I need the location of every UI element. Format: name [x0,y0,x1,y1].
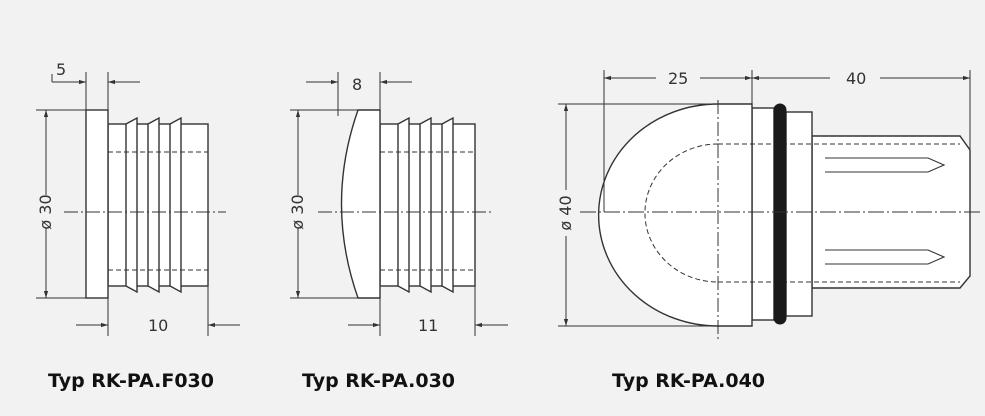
part2-rib [397,116,410,294]
part3-type-caption: Typ RK-PA.040 [612,370,766,392]
part3-slot [825,249,946,265]
part1-head-flange [85,109,109,299]
part2-shaft-length-label: 11 [418,316,438,335]
part3-o-ring [773,103,787,325]
part1-rib [125,116,138,294]
part3-slot [825,157,946,173]
part2-diameter-label: ø 30 [288,194,307,229]
part1-type-caption: Typ RK-PA.F030 [48,370,214,392]
part3-dimensions [558,70,971,342]
part2-domed-head [340,109,381,299]
part2-head-width-label: 8 [352,75,362,94]
part-rk-pa-040 [597,103,971,327]
part3-diameter-label: ø 40 [556,195,575,230]
part2-dimensions [290,72,508,336]
part-rk-pa-f030 [85,109,209,299]
part-rk-pa-030 [340,109,476,299]
part1-shaft-length-label: 10 [148,316,168,335]
part3-shaft-length-label: 40 [846,69,866,88]
part3-dome [597,103,753,327]
part2-rib [419,116,432,294]
part1-head-width-label: 5 [56,60,66,79]
part3-collar [751,107,775,321]
part1-diameter-label: ø 30 [36,194,55,229]
part1-rib [147,116,160,294]
part3-head-width-label: 25 [668,69,688,88]
part1-rib [169,116,182,294]
part1-dimensions [36,72,240,336]
part3-ring-seat [785,111,813,317]
part2-type-caption: Typ RK-PA.030 [302,370,456,392]
part2-rib [441,116,454,294]
